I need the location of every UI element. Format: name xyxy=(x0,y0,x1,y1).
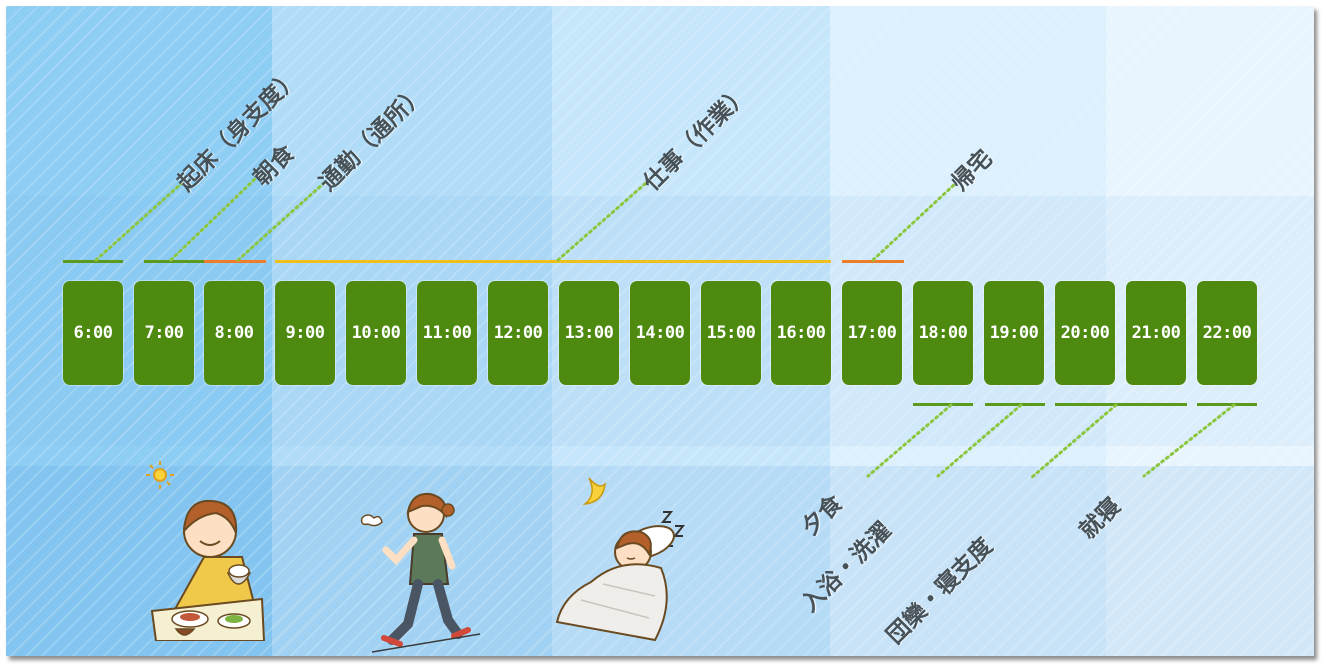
connector-breakfast xyxy=(169,176,258,262)
time-slot-label: 10:00 xyxy=(351,323,401,343)
time-slot: 11:00 xyxy=(417,281,477,385)
moon-icon xyxy=(582,477,606,506)
time-slot: 22:00 xyxy=(1197,281,1257,385)
sleeping-woman-illustration xyxy=(555,477,686,642)
time-slot: 8:00 xyxy=(204,281,264,385)
connector-sleep xyxy=(1142,403,1236,478)
connector-lines xyxy=(94,176,1236,480)
time-slot-label: 12:00 xyxy=(493,323,543,343)
time-slot-label: 11:00 xyxy=(422,323,472,343)
time-slot-label: 22:00 xyxy=(1202,323,1252,343)
sun-icon xyxy=(146,461,174,489)
breakfast-woman-illustration xyxy=(146,461,266,641)
time-slot: 12:00 xyxy=(488,281,548,385)
time-slot: 15:00 xyxy=(701,281,761,385)
time-slot: 18:00 xyxy=(913,281,973,385)
connector-bath xyxy=(936,403,1023,478)
time-slot: 16:00 xyxy=(771,281,831,385)
connector-work xyxy=(556,181,648,262)
time-slot-label: 21:00 xyxy=(1131,323,1181,343)
bar-commute xyxy=(204,260,266,263)
bar-family-time xyxy=(1055,403,1187,406)
time-slot-label: 15:00 xyxy=(706,323,756,343)
time-slot: 9:00 xyxy=(275,281,335,385)
connector-dinner xyxy=(866,403,953,478)
time-slot-label: 13:00 xyxy=(564,323,614,343)
time-slot-label: 18:00 xyxy=(918,323,968,343)
connector-return xyxy=(871,181,958,262)
connector-commute xyxy=(236,181,326,262)
schedule-panel: 起床（身支度） 朝食 通勤（通所） 仕事（作業） 帰宅 夕食 入浴・洗濯 団欒・… xyxy=(6,6,1314,656)
bar-work xyxy=(275,260,831,263)
bar-dinner xyxy=(913,403,973,406)
time-slot-label: 7:00 xyxy=(144,323,184,343)
bar-sleep xyxy=(1197,403,1257,406)
time-slot-label: 16:00 xyxy=(776,323,826,343)
time-slot-label: 9:00 xyxy=(285,323,325,343)
time-slot: 14:00 xyxy=(630,281,690,385)
time-slot: 17:00 xyxy=(842,281,902,385)
time-slot: 7:00 xyxy=(134,281,194,385)
time-slot-label: 20:00 xyxy=(1060,323,1110,343)
time-slot-label: 6:00 xyxy=(73,323,113,343)
time-slot: 21:00 xyxy=(1126,281,1186,385)
walking-woman-illustration xyxy=(360,492,481,653)
time-slot-label: 14:00 xyxy=(635,323,685,343)
time-slot-label: 17:00 xyxy=(847,323,897,343)
bar-wakeup xyxy=(63,260,123,263)
time-slot: 19:00 xyxy=(984,281,1044,385)
time-slot: 13:00 xyxy=(559,281,619,385)
bar-bath xyxy=(985,403,1045,406)
bar-breakfast xyxy=(144,260,204,263)
time-slot-label: 19:00 xyxy=(989,323,1039,343)
connector-wakeup xyxy=(94,181,184,262)
connector-family-time xyxy=(1029,403,1118,480)
time-slot: 6:00 xyxy=(63,281,123,385)
time-slot-label: 8:00 xyxy=(214,323,254,343)
time-slot: 10:00 xyxy=(346,281,406,385)
time-slot: 20:00 xyxy=(1055,281,1115,385)
